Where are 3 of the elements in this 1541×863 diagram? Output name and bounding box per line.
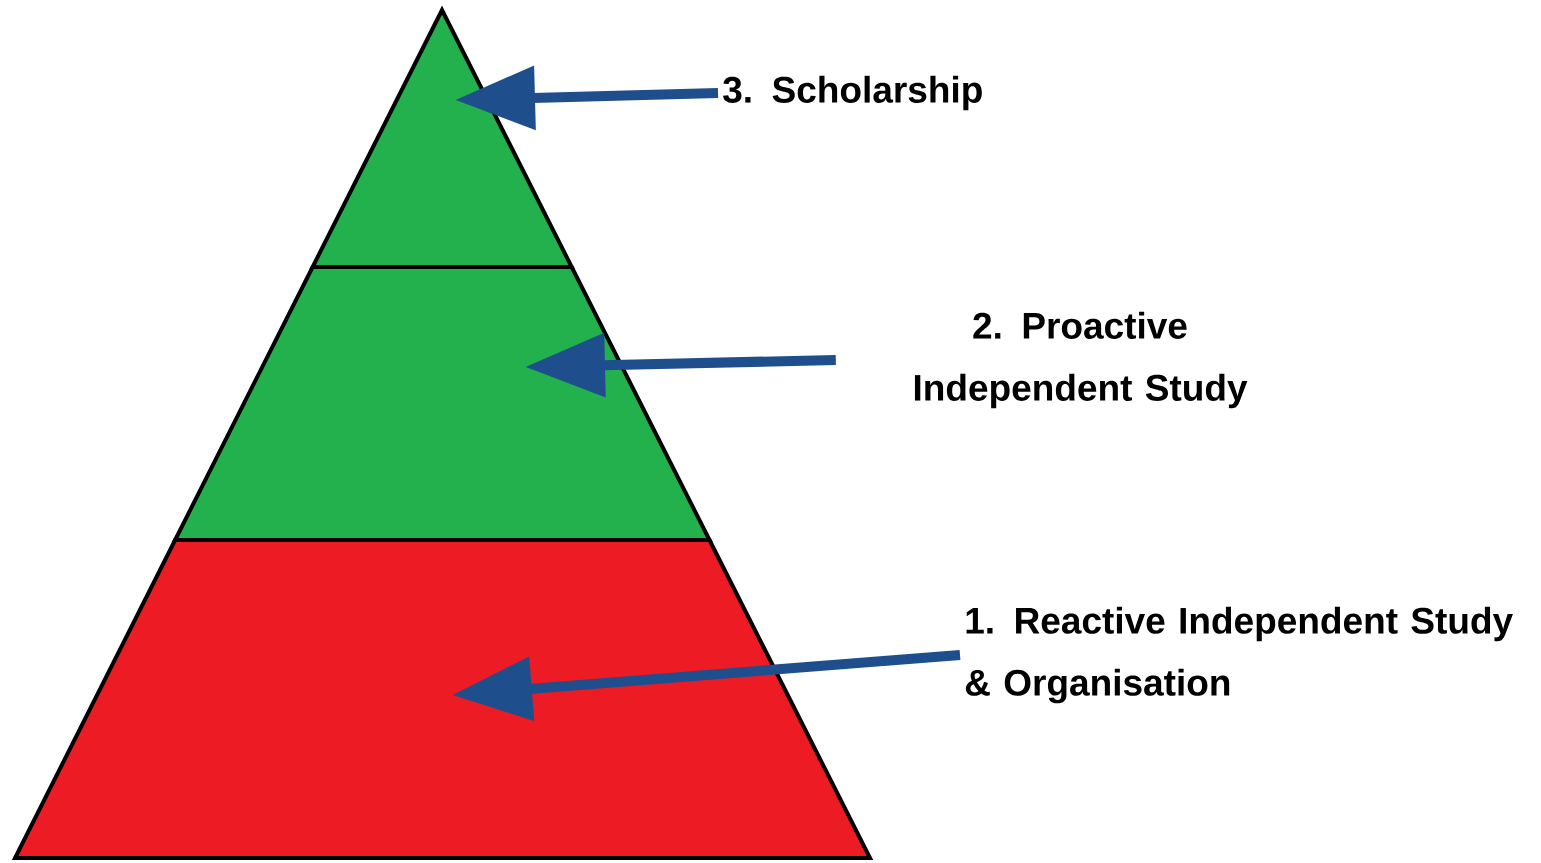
- tier-label: 3. Scholarship: [723, 75, 982, 111]
- tier-label: 2. Proactive Independent Study: [914, 311, 1248, 409]
- tier-label: 1. Reactive Independent Study & Organisation: [965, 606, 1513, 704]
